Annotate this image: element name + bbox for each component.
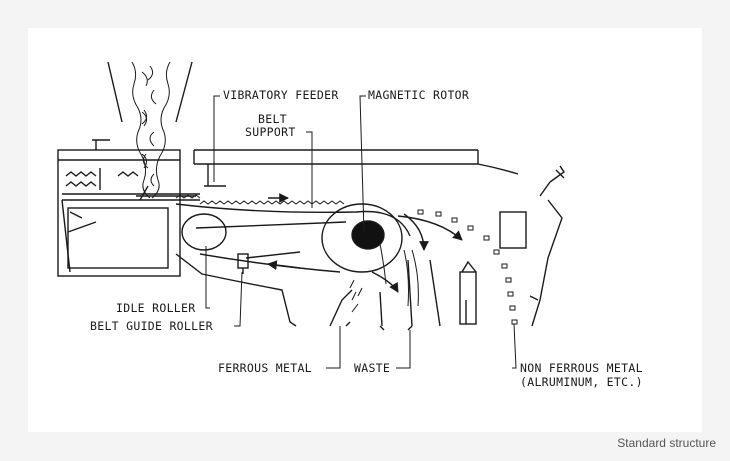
waste-trajectory-arrow [403,213,429,251]
leader-lines [205,95,517,369]
label-idle-roller: IDLE ROLLER [116,301,195,315]
feeder-housing [57,139,181,277]
waste-bin [407,259,441,331]
belt-guide-roller [237,251,301,274]
right-frame [499,165,565,327]
hopper-lines [107,61,193,123]
nonferrous-bin [459,260,477,325]
trajectory-particles [349,209,518,325]
conveyor-cover [193,149,519,187]
label-waste: WASTE [354,361,390,375]
magnetic-rotor [321,203,403,273]
label-belt-support-line1: BELT [258,112,287,126]
ferrous-trajectory-arrow [371,271,399,293]
nonferrous-trajectory-arrow [397,215,463,241]
belt-material [175,194,345,205]
label-vibratory-feeder: VIBRATORY FEEDER [223,88,339,102]
label-magnetic-rotor: MAGNETIC ROTOR [368,88,469,102]
label-ferrous-metal: FERROUS METAL [218,361,312,375]
label-non-ferrous-line1: NON FERROUS METAL [520,361,643,375]
label-belt-support-line2: SUPPORT [245,125,296,139]
figure-caption: Standard structure [617,436,716,450]
vibratory-feeder [62,168,200,219]
label-non-ferrous-line2: (ALRUMINUM, ETC.) [520,375,643,389]
material-stream [131,61,171,199]
return-direction-arrow [267,260,301,270]
ferrous-bin [329,289,385,331]
label-belt-guide-roller: BELT GUIDE ROLLER [90,319,213,333]
